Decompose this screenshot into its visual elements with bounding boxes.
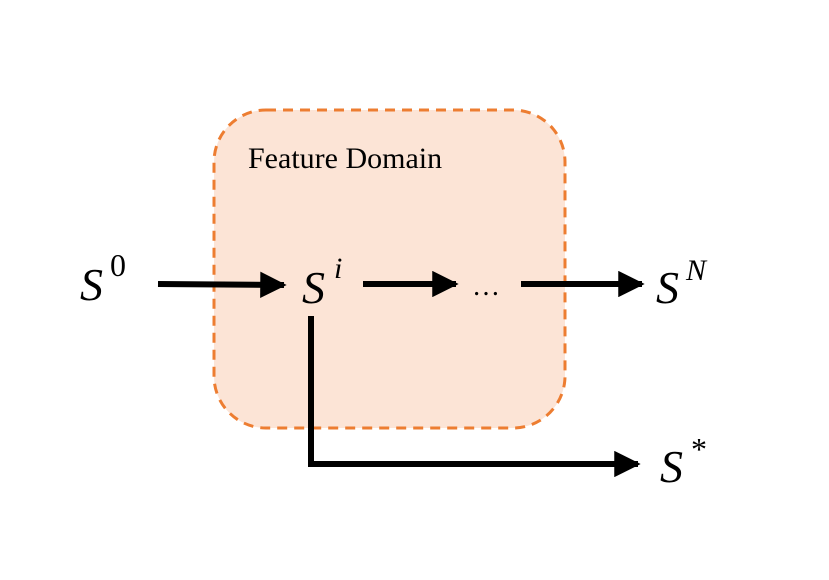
arrow-si-to-sstar: [308, 316, 641, 478]
node-sstar-base: S: [660, 441, 683, 492]
feature-domain-label: Feature Domain: [248, 142, 442, 175]
node-sn: S: [656, 262, 679, 313]
node-ellipsis: …: [472, 271, 500, 302]
node-s0: S: [80, 259, 103, 310]
node-si-base: S: [302, 262, 325, 313]
node-sn-base: S: [656, 262, 679, 313]
node-s0-superscript: 0: [110, 247, 126, 283]
node-si-superscript: i: [334, 252, 342, 285]
node-sn-superscript: N: [685, 254, 708, 287]
node-sstar-superscript: *: [691, 431, 707, 467]
node-s0-base: S: [80, 259, 103, 310]
node-si: S: [302, 262, 325, 313]
node-sstar: S: [660, 441, 683, 492]
feature-domain-region: [212, 108, 567, 430]
arrow-s0-to-si: [157, 271, 287, 299]
